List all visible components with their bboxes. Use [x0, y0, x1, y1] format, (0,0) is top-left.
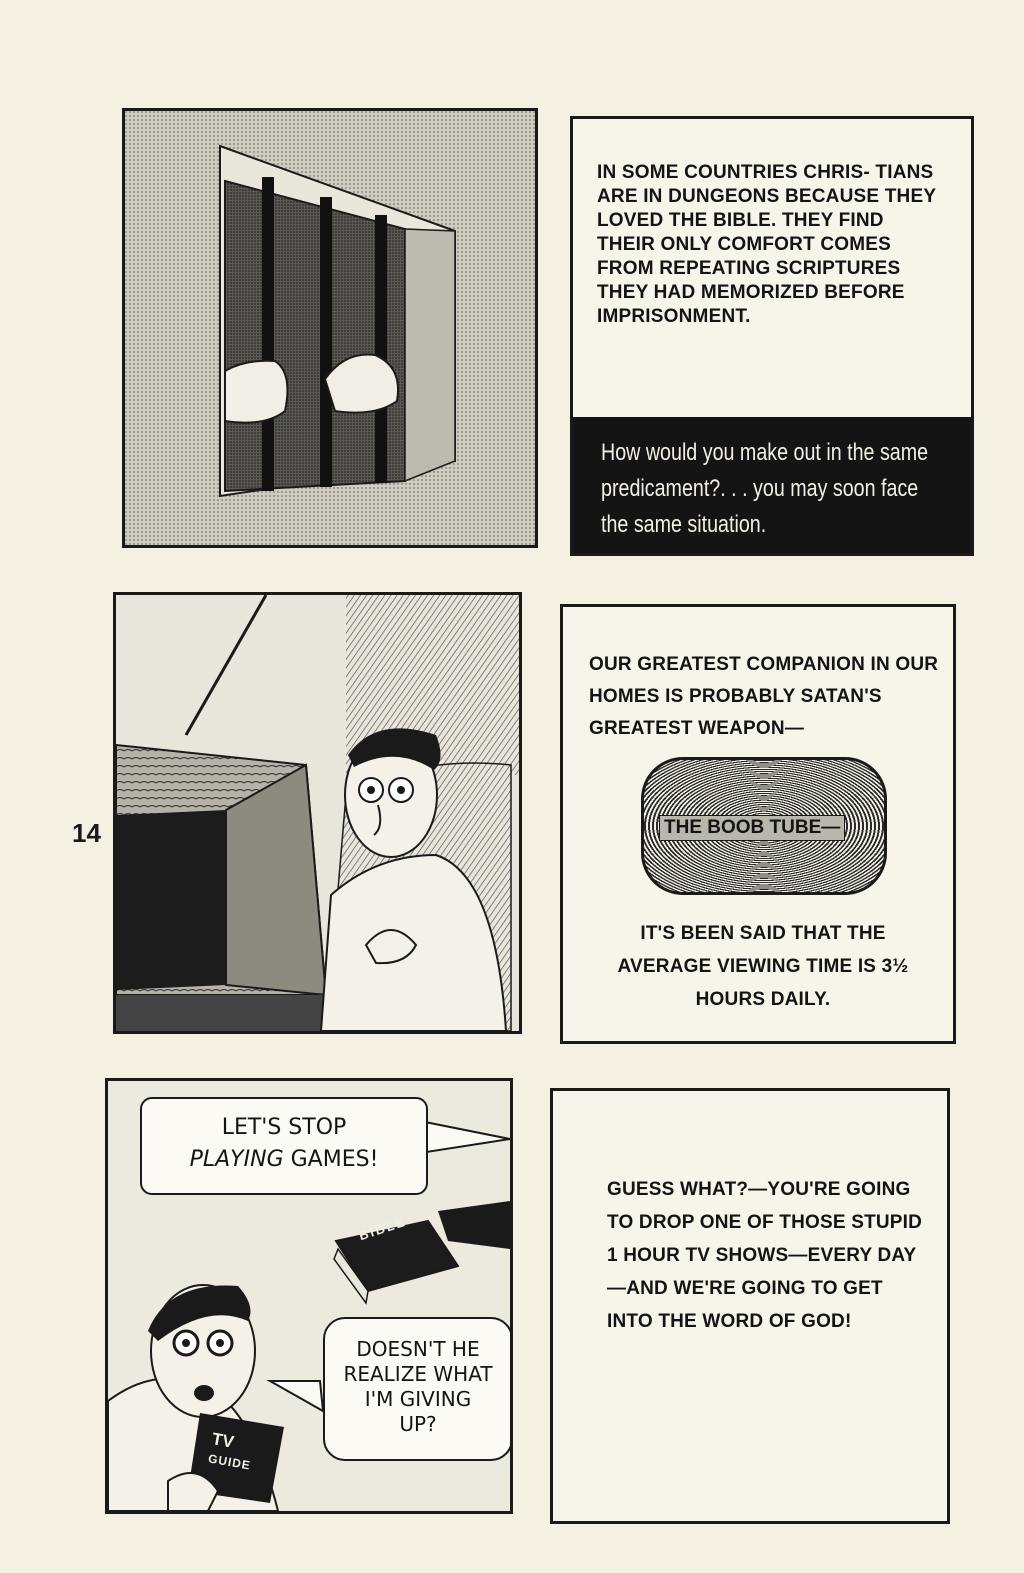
predicament-question-text: How would you make out in the same predi… [601, 439, 929, 538]
boob-tube-panel: OUR GREATEST COMPANION IN OUR HOMES IS P… [560, 604, 956, 1044]
page-number: 14 [72, 818, 101, 848]
predicament-question-box: How would you make out in the same predi… [573, 417, 971, 553]
speech-line-1: LET'S STOP [221, 1115, 347, 1140]
speech-playing-word: PLAYING [189, 1147, 284, 1172]
guess-what-text: GUESS WHAT?—YOU'RE GOING TO DROP ONE OF … [607, 1179, 923, 1332]
viewing-time-text: IT'S BEEN SAID THAT THE AVERAGE VIEWING … [617, 923, 909, 1010]
thought-text: DOESN'T HE REALIZE WHAT I'M GIVING UP? [343, 1337, 493, 1436]
speech-games-word: GAMES! [290, 1147, 379, 1172]
man-watching-tv-illustration [116, 595, 519, 1031]
tv-guide-tv-label: TV [210, 1429, 236, 1452]
guess-what-panel: GUESS WHAT?—YOU'RE GOING TO DROP ONE OF … [550, 1088, 950, 1524]
boob-tube-label: THE BOOB TUBE— [659, 815, 846, 841]
prison-illustration-panel [122, 108, 538, 548]
lets-stop-speech-bubble: LET'S STOP PLAYING GAMES! [140, 1097, 428, 1195]
greatest-weapon-text: OUR GREATEST COMPANION IN OUR HOMES IS P… [589, 654, 939, 739]
stop-playing-games-panel: LET'S STOP PLAYING GAMES! BIBLE DOESN'T … [105, 1078, 513, 1514]
prison-bars-illustration [125, 111, 535, 545]
speech-line-2: PLAYING GAMES! [142, 1147, 426, 1172]
dungeon-caption-text: IN SOME COUNTRIES CHRIS- TIANS ARE IN DU… [597, 162, 936, 327]
thought-bubble: DOESN'T HE REALIZE WHAT I'M GIVING UP? [323, 1317, 510, 1461]
dungeon-caption-panel: IN SOME COUNTRIES CHRIS- TIANS ARE IN DU… [570, 116, 974, 556]
tv-watcher-panel [113, 592, 522, 1034]
worried-man-illustration [108, 1119, 510, 1511]
